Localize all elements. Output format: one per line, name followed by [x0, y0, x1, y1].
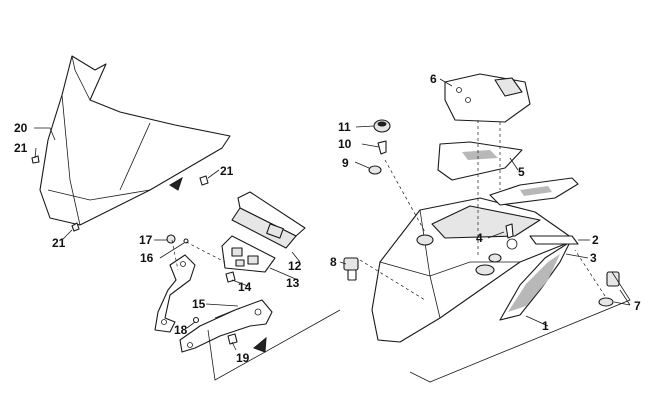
- callout-17: 17: [139, 233, 153, 247]
- arrow-indicator-icon: [169, 176, 183, 191]
- side-vent-part-3[interactable]: [499, 241, 571, 321]
- knob-part-11[interactable]: [373, 119, 391, 133]
- hood-hardware-4[interactable]: [505, 223, 518, 250]
- callout-10: 10: [338, 137, 352, 151]
- callout-21: 21: [220, 164, 234, 178]
- top-compartment-part-6[interactable]: [444, 73, 531, 123]
- callout-14: 14: [238, 280, 252, 294]
- callout-21: 21: [52, 236, 66, 250]
- callout-13: 13: [286, 276, 300, 290]
- assembly-guide-lines: [171, 120, 606, 301]
- callout-6: 6: [430, 72, 437, 86]
- bolt-part-10[interactable]: [377, 140, 387, 155]
- callout-9: 9: [342, 156, 349, 170]
- trim-part-2[interactable]: [529, 235, 579, 245]
- gauge-housing-part-12[interactable]: [231, 191, 306, 249]
- gauge-bracket-part-13[interactable]: [221, 235, 276, 273]
- callout-4: 4: [476, 231, 483, 245]
- bracket-fasteners-17-18-19[interactable]: [166, 234, 238, 345]
- callout-7: 7: [634, 299, 641, 313]
- latch-part-7[interactable]: [598, 271, 620, 307]
- callout-15: 15: [192, 297, 206, 311]
- callout-11: 11: [338, 120, 351, 134]
- callout-19: 19: [236, 351, 250, 365]
- windshield-screws-21[interactable]: [31, 155, 209, 232]
- hood-insert-part-5[interactable]: [437, 141, 579, 206]
- mounting-bracket-part-16[interactable]: [154, 254, 196, 333]
- callout-2: 2: [592, 233, 599, 247]
- callout-8: 8: [330, 255, 337, 269]
- grommet-part-9[interactable]: [368, 165, 382, 175]
- leader-lines: [34, 78, 631, 383]
- arrow-indicator-icon: [253, 336, 267, 353]
- callout-21: 21: [14, 141, 28, 155]
- mounting-bracket-part-15[interactable]: [179, 299, 273, 353]
- callout-18: 18: [174, 323, 188, 337]
- callout-16: 16: [140, 251, 154, 265]
- bracket-screw-14[interactable]: [225, 271, 236, 283]
- callout-20: 20: [14, 121, 28, 135]
- callout-1: 1: [542, 319, 549, 333]
- fitting-part-8[interactable]: [343, 257, 359, 281]
- callout-labels: 20 21 21 21 17 16 12 13 14 15 18 19 8 9 …: [14, 72, 641, 365]
- callout-5: 5: [518, 165, 525, 179]
- callout-12: 12: [288, 259, 302, 273]
- windshield-part-20[interactable]: [39, 55, 231, 226]
- callout-3: 3: [590, 251, 597, 265]
